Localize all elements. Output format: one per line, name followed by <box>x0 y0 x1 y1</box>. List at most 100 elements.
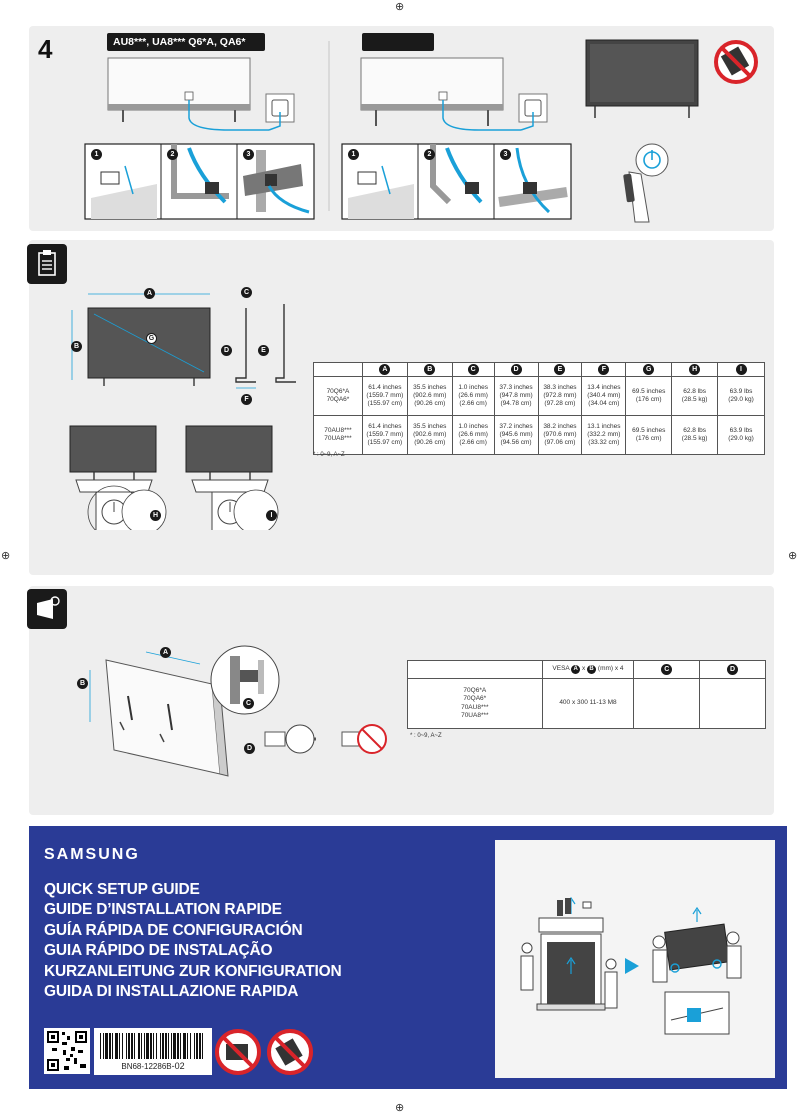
title-fr: GUIDE D’INSTALLATION RAPIDE <box>44 901 282 919</box>
tv-back-left <box>107 57 295 131</box>
col-b: B <box>424 364 436 375</box>
barcode-bar <box>194 1033 195 1059</box>
barcode-bar <box>180 1033 181 1059</box>
barcode-suffix: -02 <box>171 1061 185 1071</box>
tv-front <box>585 39 699 118</box>
title-es: GUÍA RÁPIDA DE CONFIGURACIÓN <box>44 921 303 939</box>
wall-label-c: C <box>243 698 254 709</box>
title-pt: GUIA RÁPIDO DE INSTALAÇÃO <box>44 942 273 960</box>
barcode-bar <box>109 1033 111 1059</box>
step-badge-1: 1 <box>91 149 102 160</box>
dim-label-f: F <box>241 394 252 405</box>
barcode-bar <box>153 1033 154 1059</box>
col-i: I <box>735 364 747 375</box>
barcode-bar <box>115 1033 118 1059</box>
model-tag-right <box>362 33 434 51</box>
tv-back-right <box>360 57 548 131</box>
col-d: D <box>510 364 522 375</box>
prohibited-icon <box>714 40 758 84</box>
barcode-bar <box>196 1033 198 1059</box>
prohibited-icon <box>267 1029 313 1075</box>
spec-note: * : 0~9, A~Z <box>313 452 345 458</box>
barcode-bar <box>105 1033 108 1059</box>
cable-steps-left <box>84 143 315 220</box>
cable-steps-right <box>341 143 572 220</box>
barcode-bar <box>119 1033 120 1059</box>
col-a: A <box>379 364 391 375</box>
tv-dimension-diagram <box>69 293 296 530</box>
barcode-bar <box>126 1033 127 1059</box>
col-c: C <box>467 364 479 375</box>
step-badge-3: 3 <box>243 149 254 160</box>
barcode-bar <box>183 1033 186 1059</box>
qr-code-icon <box>44 1028 90 1074</box>
barcode-bar <box>177 1033 179 1059</box>
col-c: C <box>661 664 673 675</box>
dim-label-g: G <box>146 333 157 344</box>
connection-illustrations <box>84 39 758 223</box>
barcode-bar <box>103 1033 104 1059</box>
dim-label-e: E <box>258 345 269 356</box>
barcode-bar <box>156 1033 157 1059</box>
step-badge-2: 2 <box>167 149 178 160</box>
barcode-bar <box>202 1033 203 1059</box>
model-tag-left: AU8***, UA8*** Q6*A, QA6* <box>107 33 265 51</box>
barcode-bar <box>199 1033 201 1059</box>
wall-label-b: B <box>77 678 88 689</box>
title-it: GUIDA DI INSTALLAZIONE RAPIDA <box>44 983 299 1001</box>
wall-mount-icon <box>27 589 67 629</box>
unboxing-illustration <box>495 840 775 1078</box>
title-de: KURZANLEITUNG ZUR KONFIGURATION <box>44 962 342 980</box>
barcode-bar <box>138 1033 140 1059</box>
clipboard-icon <box>27 244 67 284</box>
wall-label-a: A <box>160 647 171 658</box>
col-e: E <box>554 364 566 375</box>
barcode-bar <box>134 1033 135 1059</box>
barcode-bar <box>190 1033 191 1059</box>
barcode-bar <box>165 1033 167 1059</box>
registration-mark-icon: ⊕ <box>395 1 405 13</box>
barcode-bar <box>128 1033 130 1059</box>
barcode-bar <box>150 1033 152 1059</box>
barcode-bar <box>112 1033 113 1059</box>
registration-mark-icon: ⊕ <box>395 1102 405 1114</box>
barcode-bar <box>187 1033 188 1059</box>
barcode-bar <box>122 1033 123 1059</box>
barcode: BN68-12286B-02 <box>94 1028 212 1075</box>
wall-label-d: D <box>244 743 255 754</box>
barcode-bar <box>160 1033 161 1059</box>
barcode-bar <box>144 1033 145 1059</box>
barcode-number: BN68-12286B <box>121 1062 172 1071</box>
remote-hand <box>623 143 669 223</box>
barcode-bar <box>162 1033 164 1059</box>
step-badge-1: 1 <box>348 149 359 160</box>
registration-mark-icon: ⊕ <box>788 550 798 562</box>
col-h: H <box>689 364 701 375</box>
dim-label-a: A <box>144 288 155 299</box>
col-d: D <box>727 664 739 675</box>
dim-label-c: C <box>241 287 252 298</box>
step-badge-2: 2 <box>424 149 435 160</box>
wall-note: * : 0~9, A~Z <box>410 733 442 739</box>
title-en: QUICK SETUP GUIDE <box>44 881 200 898</box>
col-g: G <box>643 364 655 375</box>
registration-mark-icon: ⊕ <box>1 550 11 562</box>
weight-label-i: I <box>266 510 277 521</box>
weight-label-h: H <box>150 510 161 521</box>
brand-logo: SAMSUNG <box>44 846 140 863</box>
step-number: 4 <box>38 34 53 64</box>
table-row: 70AU8***70UA8*** 61.4 inches(1559.7 mm)(… <box>313 415 765 455</box>
prohibited-icon <box>215 1029 261 1075</box>
wall-mount-diagram <box>89 645 387 777</box>
barcode-bar <box>131 1033 133 1059</box>
step-badge-3: 3 <box>500 149 511 160</box>
barcode-bar <box>100 1033 101 1059</box>
barcode-bar <box>168 1033 169 1059</box>
col-f: F <box>598 364 610 375</box>
barcode-bar <box>141 1033 142 1059</box>
dim-label-d: D <box>221 345 232 356</box>
